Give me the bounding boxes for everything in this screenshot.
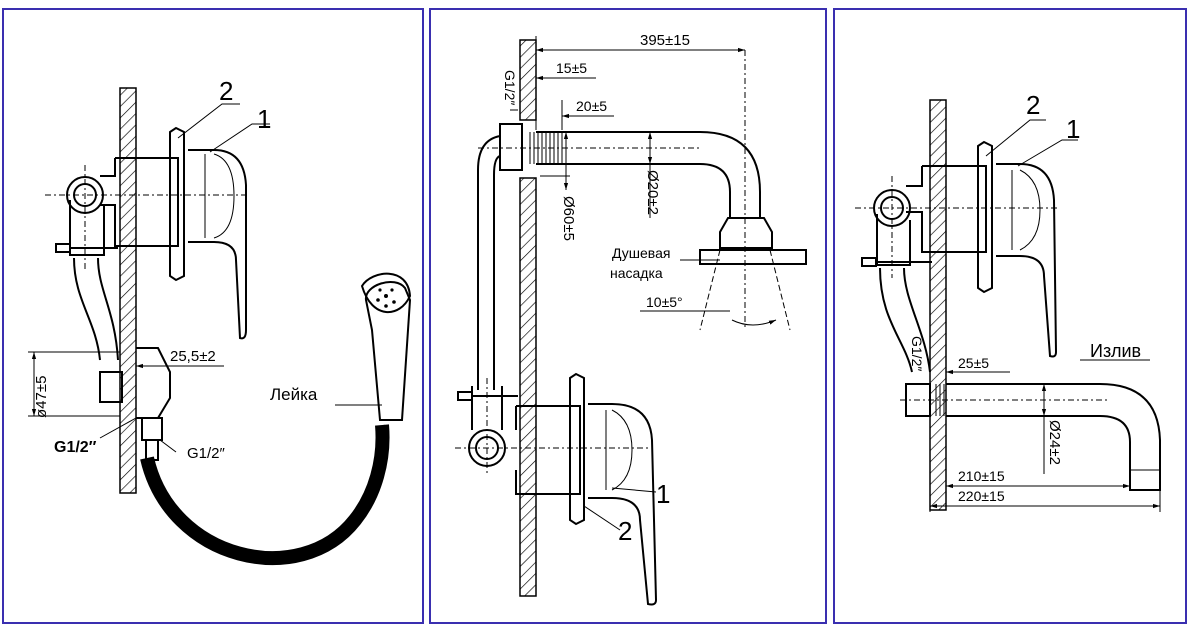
- diameter-24: Ø24±2: [1046, 420, 1063, 465]
- angle-label: 10±5°: [646, 294, 683, 310]
- mixer-body: [515, 405, 581, 495]
- part-1-label: 1: [656, 479, 670, 509]
- spout-label: Излив: [1090, 341, 1141, 361]
- shower-head-label-line2: насадка: [610, 265, 663, 281]
- wall-section-lower: [519, 177, 537, 597]
- outlet-flange: [136, 347, 171, 419]
- dimension-15: 15±5: [556, 60, 587, 76]
- inner-pipe: [879, 267, 931, 373]
- hose-connector: [141, 417, 163, 461]
- thread-label: G1/2″: [909, 336, 925, 371]
- dimension-220: 220±15: [958, 488, 1005, 504]
- part-1-label: 1: [1066, 114, 1080, 144]
- part-2-label: 2: [618, 516, 632, 546]
- thread-label-hose: G1/2″: [187, 445, 226, 462]
- wall-section: [929, 99, 947, 511]
- wall-outlet-nut: [99, 371, 123, 403]
- panel-spout: 2 1 G1/2″ 25±5 Излив Ø24±2 210±15 220±15: [855, 90, 1161, 512]
- mixer-body: [906, 165, 987, 253]
- leika-label: Лейка: [270, 385, 318, 404]
- thread-label-bold: G1/2″: [54, 439, 97, 456]
- diameter-20: Ø20±2: [644, 170, 661, 215]
- dimension-20: 20±5: [576, 98, 607, 114]
- thread-label: G1/2″: [502, 70, 518, 105]
- panel-overhead-shower: 395±15 15±5 20±5 G1/2″ Ø60±5 Ø20±2 Душев…: [455, 32, 807, 606]
- lever-handle: [588, 403, 658, 606]
- shower-head: [699, 249, 807, 265]
- escutcheon-plate: [169, 126, 185, 282]
- lever-handle: [996, 163, 1058, 358]
- panel-frame-spout: [833, 8, 1187, 624]
- mixer-body: [100, 157, 179, 247]
- part-2-label: 2: [1026, 90, 1040, 120]
- hand-shower-head: [364, 281, 412, 421]
- panel-hand-shower: 2 1 25,5±2 ø47±5 G1/2″ G1/2″ Лейка: [28, 76, 412, 566]
- escutcheon-plate: [569, 372, 585, 526]
- dimension-width: 25,5±2: [170, 348, 216, 365]
- dimension-210: 210±15: [958, 468, 1005, 484]
- panel-frame-overhead-shower: [429, 8, 827, 624]
- spout: [946, 383, 1161, 491]
- shower-head-mount: [719, 217, 773, 249]
- wall-section: [119, 87, 137, 494]
- pipe-nut: [499, 123, 523, 171]
- part-1-label: 1: [257, 104, 271, 134]
- diameter-60: Ø60±5: [560, 196, 577, 241]
- hose: [140, 424, 390, 566]
- dimension-diameter: ø47±5: [33, 376, 50, 418]
- lever-handle: [188, 149, 247, 340]
- inner-pipe: [73, 257, 119, 361]
- dimension-395: 395±15: [640, 32, 690, 49]
- shower-head-label-line1: Душевая: [612, 245, 670, 261]
- supply-pipe: [477, 135, 501, 390]
- wall-section-upper: [519, 39, 537, 121]
- panel-frame-hand-shower: [2, 8, 424, 624]
- shower-arm: [536, 131, 761, 218]
- part-2-label: 2: [219, 76, 233, 106]
- dimension-25: 25±5: [958, 355, 989, 371]
- escutcheon-plate: [977, 140, 993, 294]
